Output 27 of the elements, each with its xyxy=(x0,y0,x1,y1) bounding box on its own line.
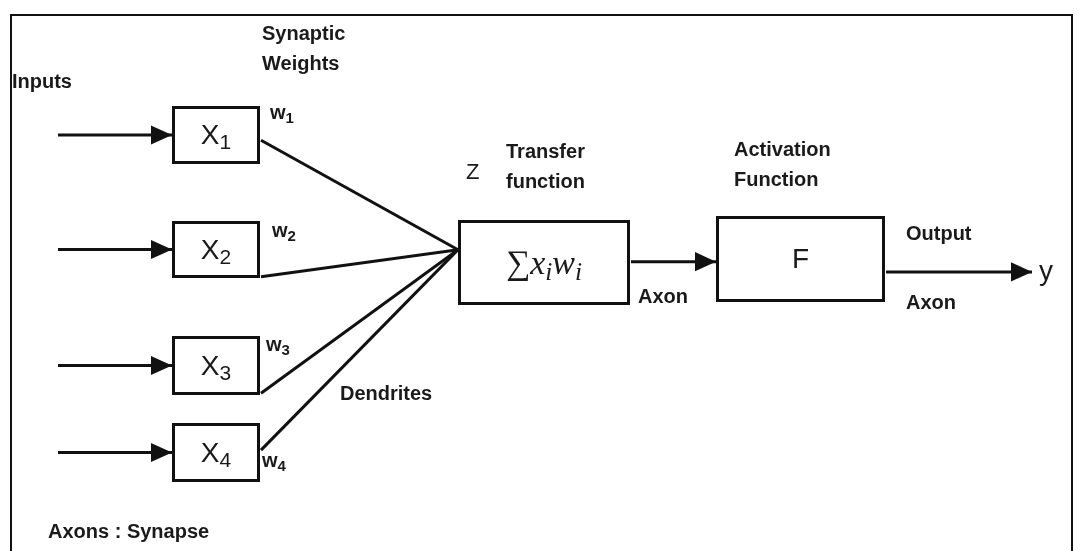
heading-label: Inputs xyxy=(12,69,73,94)
output-label: Output xyxy=(906,221,973,246)
dendrites-label: Dendrites xyxy=(340,381,434,406)
box-heading: Transfer function xyxy=(506,139,586,194)
process-box: X$_{4}$ xyxy=(172,423,260,482)
box-heading: Activation Function xyxy=(734,137,832,192)
edge-label: w$_{3}$ xyxy=(266,332,290,357)
edge-label: w$_{4}$ xyxy=(262,448,286,473)
heading-label: Synaptic Weights xyxy=(262,21,347,76)
edge-label: w$_{2}$ xyxy=(272,218,296,243)
connector-arrow xyxy=(631,252,716,272)
connector-arrow xyxy=(58,355,172,376)
output-symbol: y xyxy=(1036,256,1056,286)
process-box: X$_{3}$ xyxy=(172,336,260,395)
edge-label: Axon xyxy=(906,290,956,315)
edge-label: w$_{1}$ xyxy=(270,100,294,125)
connector-arrow xyxy=(58,239,172,260)
process-box: X$_{1}$ xyxy=(172,106,260,164)
edge-label: Axon xyxy=(638,284,688,309)
footnote-label: Axons : Synapse xyxy=(48,519,211,544)
process-box: X$_{2}$ xyxy=(172,221,260,278)
process-box: F xyxy=(716,216,885,302)
process-box: ∑x$_{i}$w$_{i}$ xyxy=(458,220,630,305)
connector-arrow xyxy=(886,262,1032,282)
connector-arrow xyxy=(58,125,172,145)
node-caption: Z xyxy=(466,158,480,186)
connector-arrow xyxy=(58,442,172,463)
